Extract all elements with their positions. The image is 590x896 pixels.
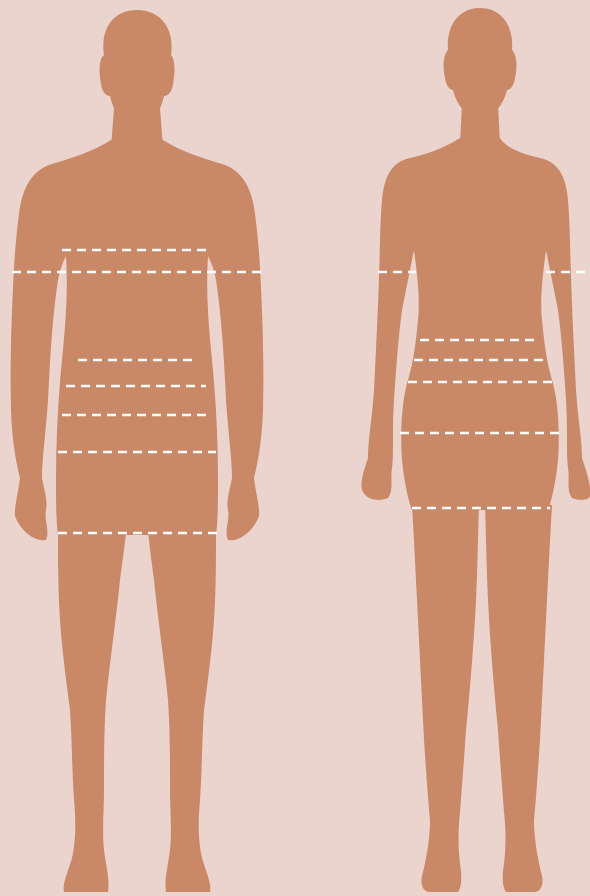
female-torso — [361, 138, 590, 510]
male-figure — [11, 10, 264, 892]
female-figure — [361, 8, 590, 892]
male-legs — [58, 480, 216, 892]
female-head — [444, 8, 517, 118]
female-legs — [412, 478, 552, 892]
